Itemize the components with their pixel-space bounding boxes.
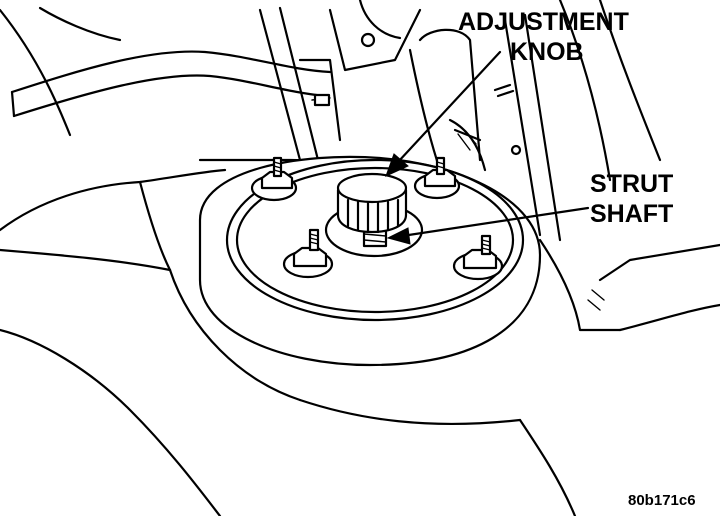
label-adjustment-knob-line2: KNOB <box>510 38 584 66</box>
callout-arrows <box>385 50 590 245</box>
mount-studs <box>250 156 504 281</box>
stud-nut-top-right <box>413 156 461 200</box>
label-strut-shaft-line1: STRUT <box>590 170 673 198</box>
strut-shaft-arrowhead <box>386 227 411 245</box>
stud-nut-top-left <box>250 156 298 202</box>
adjustment-knob <box>336 172 408 234</box>
figure-id: 80b171c6 <box>628 492 696 509</box>
adjustment-knob-leader <box>396 50 502 164</box>
stud-nut-bottom-right <box>452 234 504 281</box>
label-adjustment-knob-line1: ADJUSTMENT <box>458 8 629 36</box>
stud-nut-bottom-left <box>282 228 334 279</box>
strut-shaft-leader <box>400 206 590 238</box>
label-strut-shaft-line2: SHAFT <box>590 200 673 228</box>
adjustment-knob-arrowhead <box>385 153 409 177</box>
